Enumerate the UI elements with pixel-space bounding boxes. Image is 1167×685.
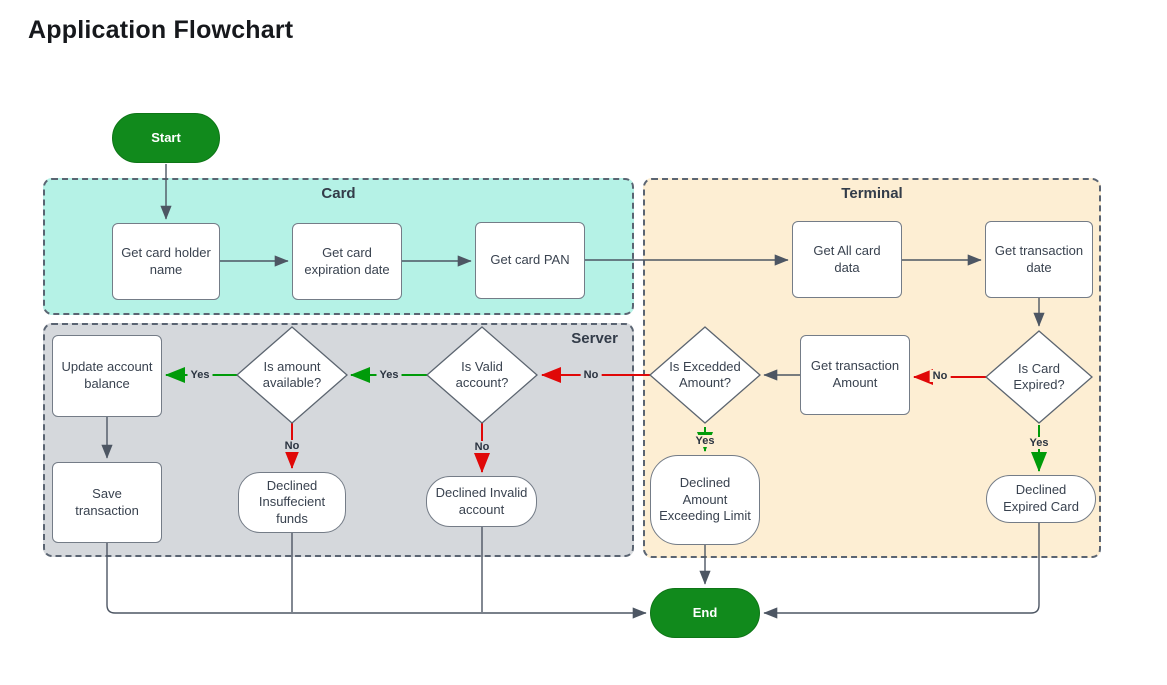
is-amount-available-label: Is amount available? <box>262 359 322 390</box>
edge-label-amount-yes: Yes <box>187 369 213 381</box>
get-card-expiration-date-node: Get card expiration date <box>292 223 402 300</box>
edge-label-valid-yes: Yes <box>376 369 402 381</box>
edge-label-card-expired-yes: Yes <box>1026 437 1052 449</box>
edge-label-valid-no: No <box>471 441 493 453</box>
get-card-holder-name-node: Get card holder name <box>112 223 220 300</box>
edge-label-excedded-yes: Yes <box>692 435 718 447</box>
is-valid-account-diamond <box>426 326 538 424</box>
is-card-expired-diamond <box>985 330 1093 424</box>
is-excedded-amount-label: Is Excedded Amount? <box>669 359 741 390</box>
region-card-label: Card <box>321 185 356 202</box>
page-title: Application Flowchart <box>28 16 294 44</box>
edge-expiredcard-to-end <box>763 523 1040 619</box>
edge-label-excedded-no: No <box>580 369 602 381</box>
get-all-card-data-node: Get All card data <box>792 221 902 298</box>
declined-invalid-account-node: Declined Invalid account <box>426 476 537 527</box>
edge-label-amount-no: No <box>281 440 303 452</box>
save-transaction-node: Save transaction <box>52 462 162 543</box>
declined-amount-exceeding-limit-node: Declined Amount Exceeding Limit <box>650 455 760 545</box>
is-valid-account-label: Is Valid account? <box>455 359 509 390</box>
get-card-pan-node: Get card PAN <box>475 222 585 299</box>
declined-expired-card-node: Declined Expired Card <box>986 475 1096 523</box>
region-terminal-label: Terminal <box>841 185 903 202</box>
start-node: Start <box>112 113 220 163</box>
region-server-label: Server <box>571 330 618 347</box>
end-node: End <box>650 588 760 638</box>
is-amount-available-diamond <box>236 326 348 424</box>
is-card-expired-label: Is Card Expired? <box>1013 361 1065 392</box>
get-transaction-date-node: Get transaction date <box>985 221 1093 298</box>
declined-insuffecient-funds-node: Declined Insuffecient funds <box>238 472 346 533</box>
edge-save-to-end <box>106 543 647 619</box>
get-transaction-amount-node: Get transaction Amount <box>800 335 910 415</box>
update-account-balance-node: Update account balance <box>52 335 162 417</box>
edge-label-card-expired-no: No <box>929 370 951 382</box>
is-excedded-amount-diamond <box>649 326 761 424</box>
